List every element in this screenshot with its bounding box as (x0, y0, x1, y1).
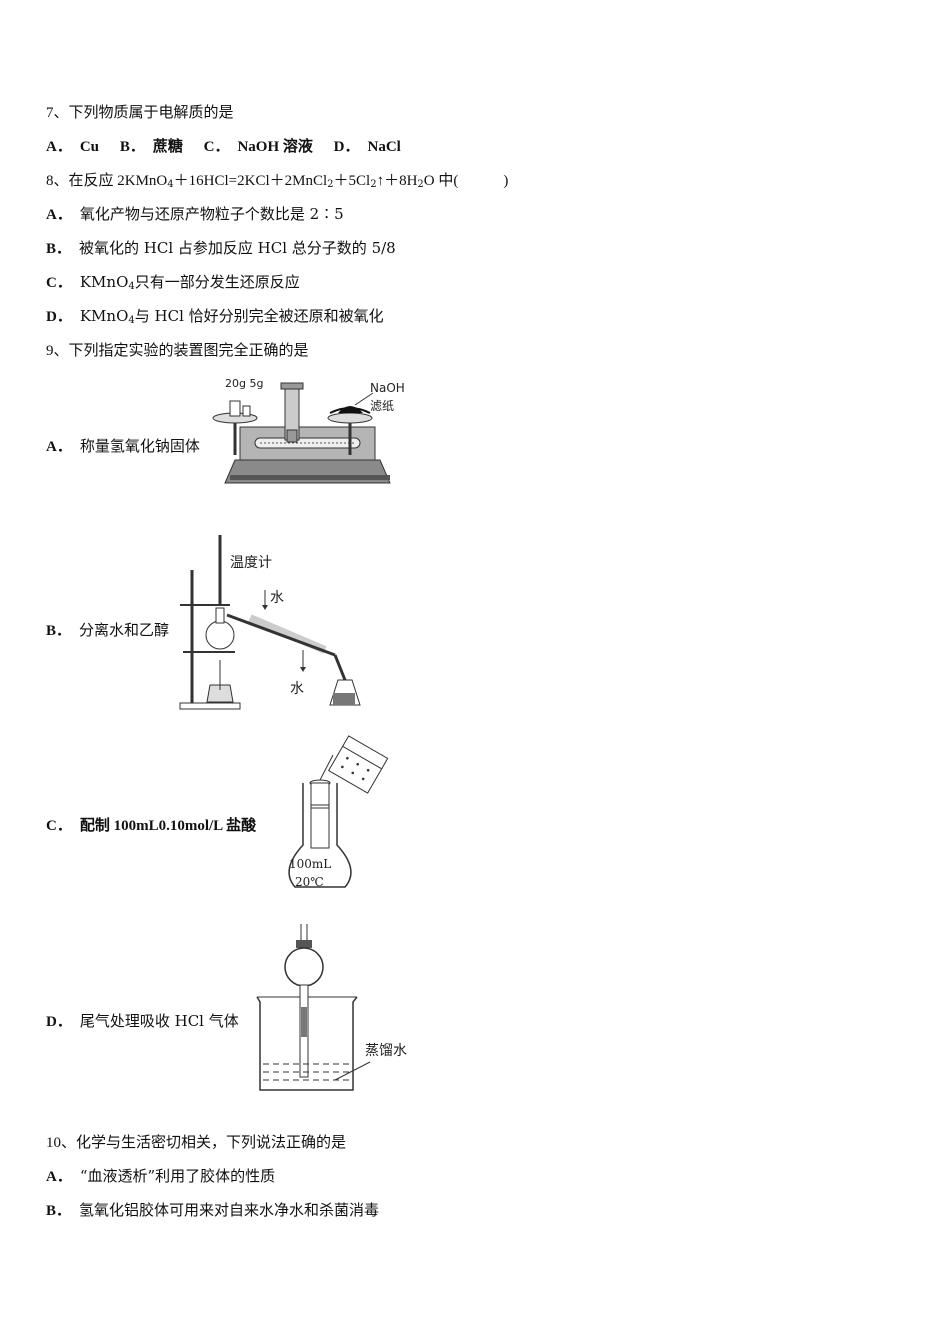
question-text: 下列物质属于电解质的是 (68, 103, 234, 121)
option-letter: D． (46, 1014, 72, 1030)
question-number: 7、 (46, 105, 69, 121)
equation-part: ↑＋8H (376, 173, 418, 189)
filter-paper-label: 滤纸 (370, 399, 395, 413)
option-text: 分离水和乙醇 (79, 621, 170, 639)
beaker-absorption-icon (256, 924, 371, 1091)
question-9-stem: 9、下列指定实验的装置图完全正确的是 (46, 340, 309, 361)
question-8-option-b: B． 被氧化的 HCl 占参加反应 HCl 总分子数的 5/8 (46, 238, 396, 259)
option-text: “血液透析”利用了胶体的性质 (79, 1167, 276, 1185)
option-a-text: Cu (79, 139, 100, 155)
distillation-apparatus-icon (179, 535, 361, 710)
subscript: 4 (167, 179, 174, 190)
question-8-option-a: A． 氧化产物与还原产物粒子个数比是 2∶5 (46, 204, 344, 225)
option-text: 被氧化的 HCl 占参加反应 HCl 总分子数的 5/8 (79, 239, 396, 257)
balance-scale-icon (212, 382, 391, 484)
equation-part: ＋5Cl (333, 173, 371, 189)
equation-part: ＋16HCl=2KCl＋2MnCl (173, 173, 328, 189)
balance-scale-figure: 20g 5g NaOH 滤纸 (205, 375, 415, 495)
option-text: 配制 100mL0.10mol/L 盐酸 (79, 818, 257, 834)
question-10-option-b: B． 氢氧化铝胶体可用来对自来水净水和杀菌消毒 (46, 1200, 379, 1221)
subscript: 4 (128, 315, 135, 326)
option-c-text: NaOH 溶液 (237, 139, 313, 155)
option-text: 只有一部分发生还原反应 (134, 273, 300, 291)
option-text: 氧化产物与还原产物粒子个数比是 2∶5 (79, 205, 344, 223)
subscript: 2 (417, 179, 424, 190)
question-number: 9、 (46, 343, 69, 359)
option-letter: A． (46, 439, 72, 455)
question-9-option-a: A． 称量氢氧化钠固体 (46, 436, 200, 457)
distilled-water-label: 蒸馏水 (365, 1043, 407, 1059)
volumetric-flask-icon (288, 735, 389, 888)
question-7-options: A． Cu B． 蔗糖 C． NaOH 溶液 D． NaCl (46, 136, 401, 157)
option-text: 氢氧化铝胶体可用来对自来水净水和杀菌消毒 (79, 1201, 380, 1219)
question-text: 下列指定实验的装置图完全正确的是 (68, 341, 309, 359)
question-8-option-c: C． KMnO4只有一部分发生还原反应 (46, 272, 300, 297)
option-text: 称量氢氧化钠固体 (79, 437, 200, 455)
subscript: 4 (128, 281, 135, 292)
option-text: 尾气处理吸收 HCl 气体 (79, 1012, 239, 1030)
volumetric-flask-figure: 100mL 20℃ (275, 735, 395, 895)
subscript: 2 (327, 179, 334, 190)
question-9-option-d: D． 尾气处理吸收 HCl 气体 (46, 1011, 239, 1032)
question-text: 化学与生活密切相关，下列说法正确的是 (76, 1133, 347, 1151)
question-7-stem: 7、下列物质属于电解质的是 (46, 102, 234, 123)
question-10-option-a: A． “血液透析”利用了胶体的性质 (46, 1166, 275, 1187)
option-letter: A． (46, 139, 72, 155)
option-b-text: 蔗糖 (152, 139, 183, 155)
question-8-stem: 8、在反应 2KMnO4＋16HCl=2KCl＋2MnCl2＋5Cl2↑＋8H2… (46, 170, 508, 195)
option-letter: C． (203, 139, 230, 155)
equation-part: 在反应 2KMnO (68, 173, 168, 189)
option-letter: D． (46, 309, 72, 325)
option-text: KMnO (79, 307, 129, 325)
equation-part: O 中( ) (423, 173, 509, 189)
option-letter: B． (46, 623, 72, 639)
weight-label: 20g 5g (225, 377, 264, 390)
water-in-label: 水 (270, 590, 284, 606)
thermometer-label: 温度计 (230, 555, 272, 571)
option-letter: B． (46, 1203, 72, 1219)
subscript: 2 (370, 179, 377, 190)
option-letter: B． (46, 241, 72, 257)
question-9-option-c: C． 配制 100mL0.10mol/L 盐酸 (46, 815, 256, 836)
option-letter: A． (46, 1169, 72, 1185)
water-out-label: 水 (290, 681, 304, 697)
naoh-label: NaOH (370, 381, 405, 395)
question-number: 10、 (46, 1135, 77, 1151)
option-letter: A． (46, 207, 72, 223)
gas-absorption-figure: 蒸馏水 (245, 922, 430, 1097)
option-letter: C． (46, 818, 72, 834)
option-letter: C． (46, 275, 72, 291)
option-text: KMnO (79, 273, 129, 291)
option-text: 与 HCl 恰好分别完全被还原和被氧化 (134, 307, 384, 325)
question-10-stem: 10、化学与生活密切相关，下列说法正确的是 (46, 1132, 346, 1153)
question-9-option-b: B． 分离水和乙醇 (46, 620, 169, 641)
option-letter: B． (119, 139, 145, 155)
option-d-text: NaCl (367, 139, 401, 155)
temperature-label: 20℃ (295, 875, 324, 889)
distillation-figure: 温度计 水 水 (175, 530, 375, 715)
volume-label: 100mL (289, 857, 332, 871)
question-number: 8、 (46, 173, 69, 189)
question-8-option-d: D． KMnO4与 HCl 恰好分别完全被还原和被氧化 (46, 306, 384, 331)
option-letter: D． (333, 139, 360, 155)
